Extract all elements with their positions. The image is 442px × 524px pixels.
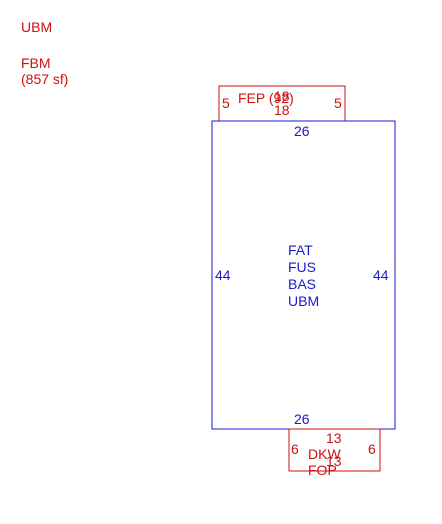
bottom-porch-label-dkw: DKW xyxy=(308,446,341,462)
main-left-dim: 44 xyxy=(215,267,231,283)
bottom-porch-right-dim: 6 xyxy=(368,441,376,457)
legend-area: (857 sf) xyxy=(21,71,69,87)
top-porch-top-dim: 18 xyxy=(274,88,290,104)
main-bottom-dim: 26 xyxy=(294,411,310,427)
main-top-dim: 26 xyxy=(294,123,310,139)
main-label-ubm: UBM xyxy=(288,293,320,309)
main-building-outline xyxy=(211,120,396,430)
top-porch-bottom-dim: 18 xyxy=(274,102,290,118)
main-right-dim: 44 xyxy=(373,267,389,283)
main-label-fus: FUS xyxy=(288,259,316,275)
top-porch-right-dim: 5 xyxy=(334,95,342,111)
bottom-porch-left-dim: 6 xyxy=(291,441,299,457)
bottom-porch-label-fop: FOP xyxy=(308,462,337,478)
top-porch-left-dim: 5 xyxy=(222,95,230,111)
legend-fbm: FBM xyxy=(21,55,51,71)
main-label-fat: FAT xyxy=(288,242,313,258)
bottom-porch-top-dim: 13 xyxy=(326,430,342,446)
legend-ubm: UBM xyxy=(21,19,53,35)
top-porch-label: FEP (92) xyxy=(238,90,294,106)
main-label-bas: BAS xyxy=(288,276,317,292)
bottom-porch-bottom-dim: 13 xyxy=(326,453,342,469)
bottom-porch-outline xyxy=(288,428,381,472)
